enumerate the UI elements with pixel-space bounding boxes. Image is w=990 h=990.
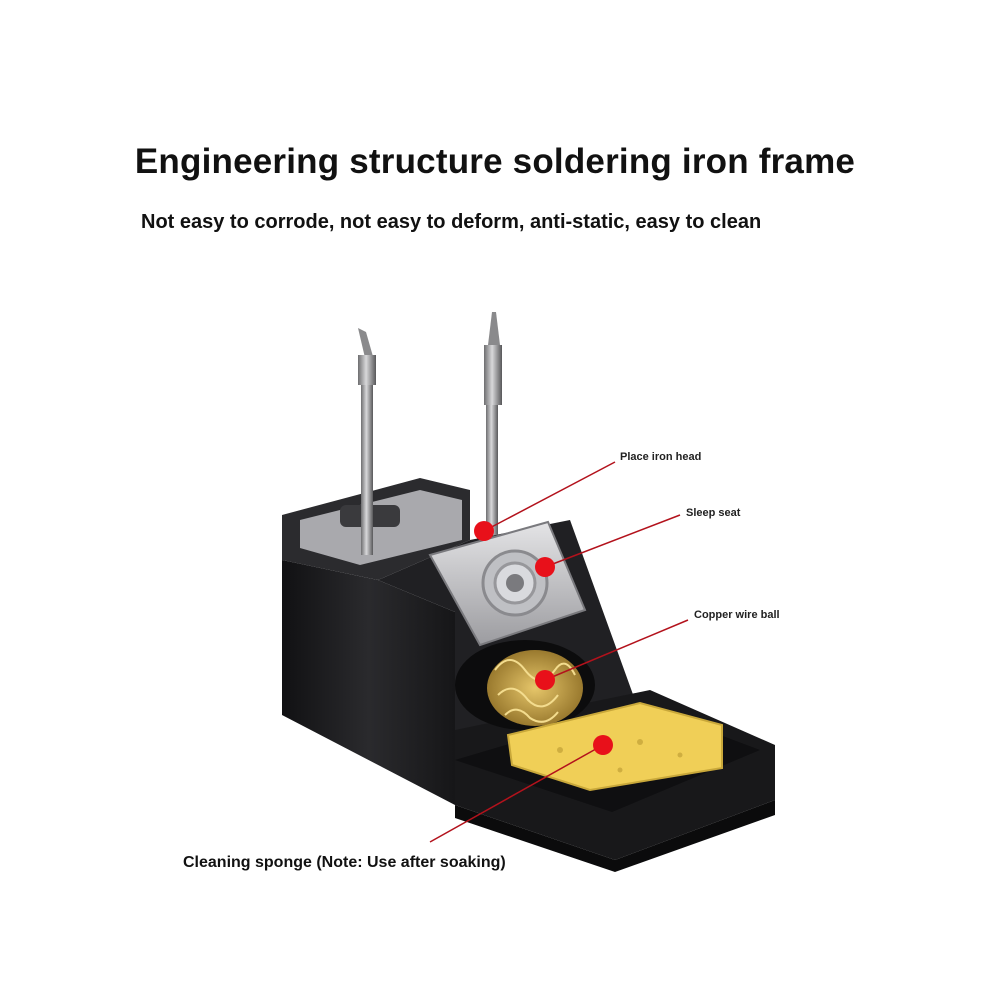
sleep-seat-plate <box>428 520 587 647</box>
leader-line-place-iron-head <box>483 461 616 532</box>
marker-place-iron-head <box>474 521 494 541</box>
callout-cleaning-sponge: Cleaning sponge (Note: Use after soaking… <box>183 854 506 871</box>
marker-sleep-seat <box>535 557 555 577</box>
callout-place-iron-head: Place iron head <box>620 451 702 463</box>
leader-line-copper-wire-ball <box>544 619 689 681</box>
marker-copper-wire-ball <box>535 670 555 690</box>
copper-wire-ball <box>455 640 595 730</box>
leader-line-cleaning-sponge <box>429 744 604 843</box>
leader-line-sleep-seat <box>544 514 681 568</box>
soldering-tip-right <box>484 312 502 535</box>
callout-sleep-seat: Sleep seat <box>686 507 741 519</box>
soldering-tip-left <box>358 328 376 555</box>
callout-copper-wire-ball: Copper wire ball <box>694 609 780 621</box>
page-subtitle: Not easy to corrode, not easy to deform,… <box>141 211 762 233</box>
page-title: Engineering structure soldering iron fra… <box>134 142 856 181</box>
marker-cleaning-sponge <box>593 735 613 755</box>
